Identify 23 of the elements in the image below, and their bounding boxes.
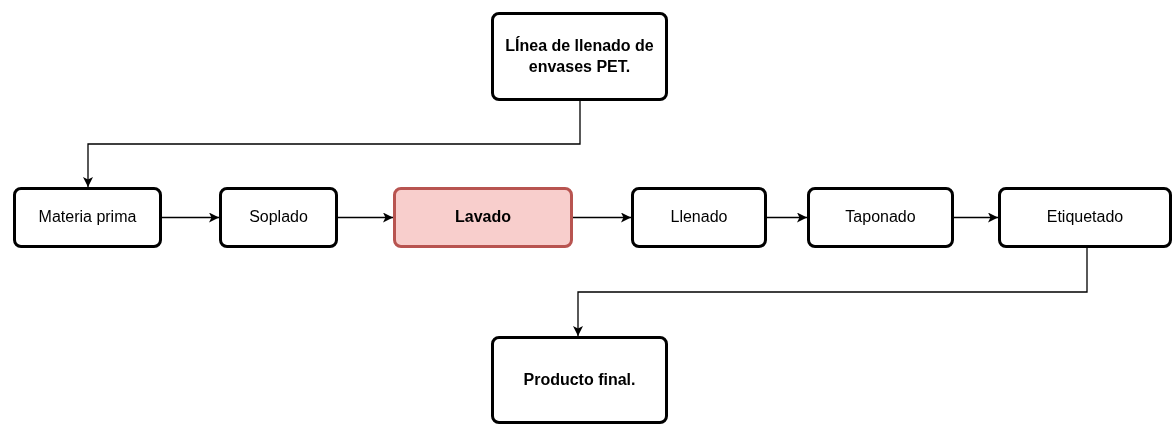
node-label: Etiquetado	[1046, 207, 1124, 228]
arrow	[573, 247, 1088, 337]
node-label: Taponado	[845, 207, 916, 228]
node-label: Soplado	[249, 207, 308, 228]
arrow	[83, 100, 581, 188]
arrow	[161, 212, 220, 223]
process-box	[13, 187, 162, 248]
node-label: Lavado	[455, 207, 511, 228]
node-label: Producto final.	[523, 369, 636, 390]
node-label: LÍnea de llenado de envases PET.	[504, 35, 655, 77]
arrow	[766, 212, 808, 223]
process-box	[807, 187, 954, 248]
terminal-box	[491, 12, 668, 101]
node-label: Materia prima	[38, 207, 137, 228]
terminal-box	[491, 336, 668, 424]
process-box	[219, 187, 338, 248]
process-box	[631, 187, 767, 248]
process-box	[998, 187, 1172, 248]
node-label: Llenado	[670, 207, 728, 228]
highlighted-process-box	[393, 187, 573, 248]
arrow	[572, 212, 632, 223]
arrow	[953, 212, 999, 223]
arrow	[337, 212, 394, 223]
